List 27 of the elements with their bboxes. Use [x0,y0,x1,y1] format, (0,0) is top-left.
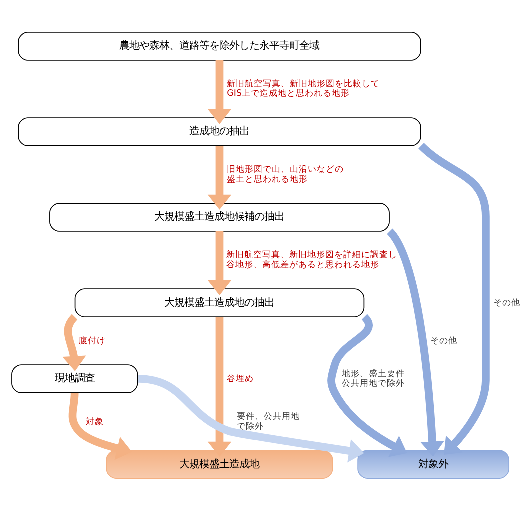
node-box: 農地や森林、道路等を除外した永平寺町全域 [18,32,422,61]
edge-label: その他 [493,298,520,309]
arrow [386,229,444,457]
edge-label: 新旧航空写真、新旧地形図を比較してGIS上で造成地と思われる地形 [227,80,380,100]
arrow [62,314,86,372]
arrow [208,60,232,124]
edge-label: 旧地形図で山、山沿いなどの盛土と思われる地形 [227,165,344,185]
node-box: 現地調査 [12,364,138,394]
arrow [68,392,132,460]
edge-label: 腹付け [78,336,106,347]
edge-label: 新旧航空写真、新旧地形図を詳細に調査し谷地形、高低差があると思われる地形 [226,250,398,270]
edge-label: その他 [430,336,458,347]
edge-label: 要件、公共用地で除外 [236,412,300,432]
edge-label: 谷埋め [227,374,254,385]
node-box: 対象外 [358,450,510,479]
node-box: 造成地の抽出 [18,118,422,146]
edge-label: 地形、盛土要件公共用地で除外 [342,369,405,389]
arrow [328,314,408,458]
arrow [208,146,232,210]
arrow [208,232,232,296]
arrow [418,143,490,455]
edge-label: 対象 [86,417,104,428]
arrow [138,375,364,463]
arrow [208,317,232,457]
node-box: 大規模盛土造成地の抽出 [74,288,365,318]
node-box: 大規模盛土造成地候補の抽出 [50,203,390,232]
node-box: 大規模盛土造成地 [106,450,334,479]
